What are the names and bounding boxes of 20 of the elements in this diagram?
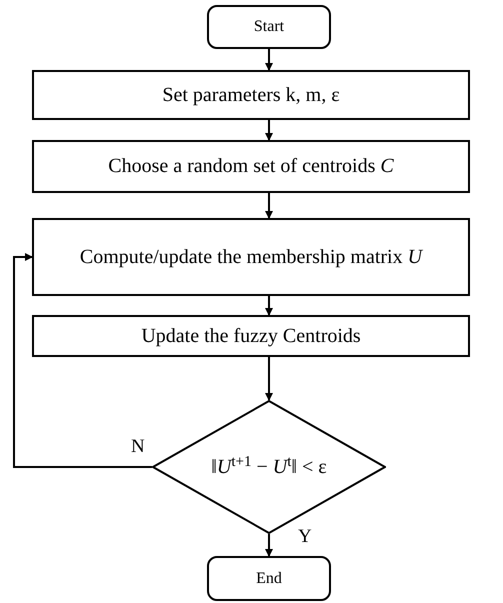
process-box xyxy=(32,315,470,357)
step-text: Set parameters k, m, ε xyxy=(161,82,341,108)
arrow xyxy=(13,253,152,468)
process-box xyxy=(32,218,470,296)
condition-text: ‖U$^{t+1}$ − U$^{t}$‖ < ε xyxy=(211,457,327,477)
process-box xyxy=(32,140,470,193)
arrow xyxy=(265,357,273,401)
step-text: Compute/update the membership matrix U xyxy=(78,244,424,270)
arrow xyxy=(265,49,273,71)
terminal-box xyxy=(207,556,331,601)
step-text: Start xyxy=(254,17,284,37)
arrow xyxy=(265,120,273,141)
arrow xyxy=(265,296,273,316)
arrow xyxy=(265,534,273,557)
process-box xyxy=(32,70,470,120)
arrow xyxy=(265,193,273,219)
step-text: Choose a random set of centroids C xyxy=(107,154,395,179)
step-text: End xyxy=(256,568,282,588)
step-text: Update the fuzzy Centroids xyxy=(140,324,362,348)
terminal-box xyxy=(207,5,331,49)
